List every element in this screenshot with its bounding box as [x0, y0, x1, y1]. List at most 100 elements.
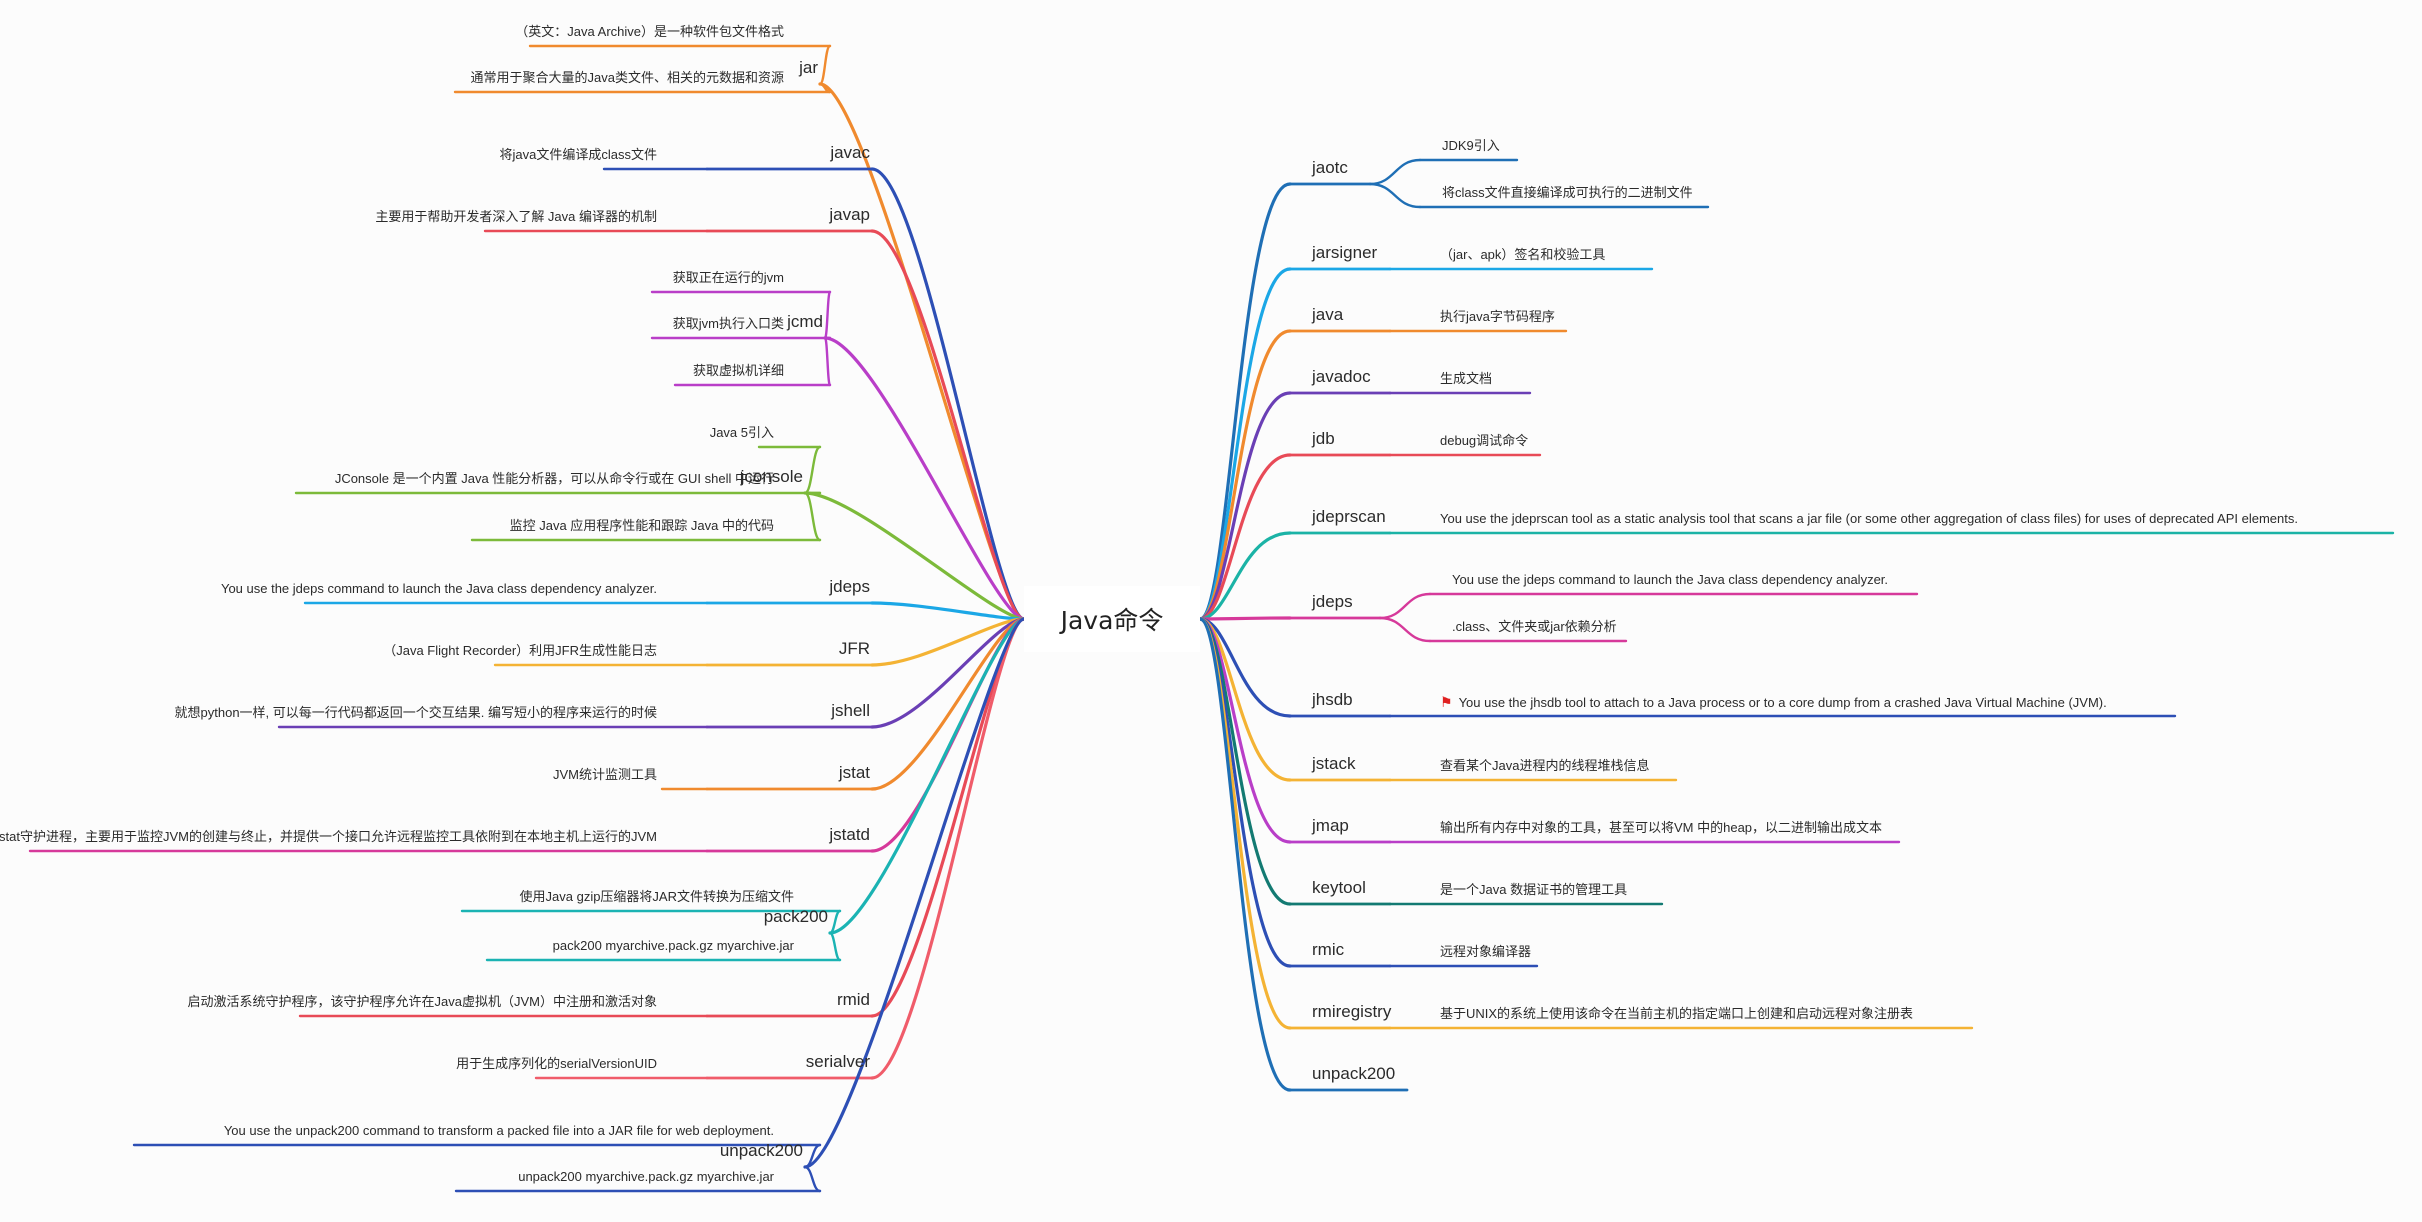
leaf-text: 即虚拟机的jstat守护进程，主要用于监控JVM的创建与终止，并提供一个接口允许… — [0, 829, 657, 844]
leaf-text: （英文：Java Archive）是一种软件包文件格式 — [515, 24, 784, 39]
child-connector — [818, 44, 832, 86]
topic-jhsdb[interactable]: jhsdb — [1312, 690, 1353, 709]
topic-jarsigner[interactable]: jarsigner — [1312, 243, 1378, 262]
leaf-text: JDK9引入 — [1442, 139, 1500, 152]
leaf-text: 输出所有内存中对象的工具，甚至可以将VM 中的heap，以二进制输出成文本 — [1440, 821, 1882, 834]
topic-javap[interactable]: javap — [829, 205, 870, 224]
topic-jstack[interactable]: jstack — [1312, 754, 1356, 773]
leaf-label: 基于UNIX的系统上使用该命令在当前主机的指定端口上创建和启动远程对象注册表 — [1440, 1006, 1914, 1021]
leaf-label: 输出所有内存中对象的工具，甚至可以将VM 中的heap，以二进制输出成文本 — [1440, 820, 1883, 835]
leaf-label: （jar、apk）签名和校验工具 — [1440, 247, 1606, 262]
leaf-label: .class、文件夹或jar依赖分析 — [1452, 619, 1617, 634]
topic-rmiregistry[interactable]: rmiregistry — [1312, 1002, 1392, 1021]
leaf-text: You use the jdeps command to launch the … — [220, 581, 657, 596]
child-connector — [1378, 616, 1432, 643]
leaf-text: 将class文件直接编译成可执行的二进制文件 — [1442, 186, 1693, 199]
topic-javadoc[interactable]: javadoc — [1312, 367, 1371, 386]
leaf-text: You use the jdeps command to launch the … — [1452, 573, 1888, 586]
topic-jshell[interactable]: jshell — [831, 701, 870, 720]
leaf-label: debug调试命令 — [1440, 433, 1529, 448]
leaf-text: 获取jvm执行入口类 — [672, 316, 784, 331]
leaf-text: 执行java字节码程序 — [1440, 310, 1555, 323]
leaf-label: You use the jdeps command to launch the … — [1452, 572, 1889, 587]
branch-line — [870, 229, 1026, 621]
child-connector — [828, 931, 842, 962]
branch-line — [823, 336, 1026, 621]
root-node[interactable]: Java命令 — [1024, 586, 1200, 652]
child-connector — [1368, 158, 1422, 186]
child-connector — [803, 445, 822, 495]
branch-line — [870, 617, 1026, 791]
child-connector — [803, 1165, 822, 1193]
branch-line — [870, 601, 1026, 621]
branch-line — [870, 617, 1026, 667]
leaf-label: 执行java字节码程序 — [1440, 309, 1555, 324]
flag-icon: ⚑ — [1440, 694, 1453, 710]
branch-line — [828, 617, 1026, 935]
leaf-label: 远程对象编译器 — [1440, 944, 1532, 959]
branch-line — [870, 167, 1026, 621]
topic-jstatd[interactable]: jstatd — [829, 825, 870, 844]
branch-line — [1198, 391, 1292, 621]
topic-jconsole[interactable]: jconsole — [740, 467, 803, 486]
leaf-text: ⚑You use the jhsdb tool to attach to a J… — [1440, 695, 2107, 709]
leaf-label: You use the jdeprscan tool as a static a… — [1440, 511, 2298, 526]
leaf-text: 将java文件编译成class文件 — [499, 147, 657, 162]
leaf-text: 基于UNIX的系统上使用该命令在当前主机的指定端口上创建和启动远程对象注册表 — [1440, 1007, 1913, 1020]
leaf-text: JVM统计监测工具 — [552, 767, 657, 782]
leaf-text: Java 5引入 — [709, 425, 774, 440]
topic-jdeps[interactable]: jdeps — [829, 577, 870, 596]
topic-java[interactable]: java — [1312, 305, 1344, 324]
topic-pack200[interactable]: pack200 — [763, 907, 828, 926]
leaf-text: 使用Java gzip压缩器将JAR文件转换为压缩文件 — [519, 889, 794, 904]
topic-rmic[interactable]: rmic — [1312, 940, 1345, 959]
topic-jdeprscan[interactable]: jdeprscan — [1312, 507, 1386, 526]
topic-serialver[interactable]: serialver — [805, 1052, 870, 1071]
leaf-text: JConsole 是一个内置 Java 性能分析器，可以从命令行或在 GUI s… — [334, 471, 774, 486]
leaf-text: pack200 myarchive.pack.gz myarchive.jar — [552, 938, 794, 953]
topic-keytool[interactable]: keytool — [1312, 878, 1366, 897]
topic-unpack200[interactable]: unpack200 — [719, 1141, 803, 1160]
branch-line — [1198, 453, 1292, 621]
leaf-text: debug调试命令 — [1440, 434, 1528, 447]
branch-line — [870, 617, 1026, 729]
leaf-text: You use the unpack200 command to transfo… — [223, 1123, 774, 1138]
branch-line — [1198, 616, 1292, 621]
leaf-label: 是一个Java 数据证书的管理工具 — [1440, 882, 1628, 897]
leaf-text: 主要用于帮助开发者深入了解 Java 编译器的机制 — [375, 209, 657, 224]
topic-jdb[interactable]: jdb — [1312, 429, 1335, 448]
leaf-text: 获取虚拟机详细 — [692, 363, 784, 378]
topic-unpack200[interactable]: unpack200 — [1312, 1064, 1396, 1083]
leaf-text: 通常用于聚合大量的Java类文件、相关的元数据和资源 — [470, 70, 784, 85]
leaf-text: 就想python一样, 可以每一行代码都返回一个交互结果. 编写短小的程序来运行… — [174, 705, 657, 720]
topic-jcmd[interactable]: jcmd — [787, 312, 823, 331]
topic-jmap[interactable]: jmap — [1312, 816, 1349, 835]
leaf-text: unpack200 myarchive.pack.gz myarchive.ja… — [518, 1169, 774, 1184]
branch-line — [803, 617, 1026, 1169]
topic-rmid[interactable]: rmid — [836, 990, 870, 1009]
topic-jfr[interactable]: JFR — [838, 639, 870, 658]
topic-jstat[interactable]: jstat — [838, 763, 870, 782]
leaf-text: 远程对象编译器 — [1440, 945, 1531, 958]
topic-jar[interactable]: jar — [799, 58, 818, 77]
root-label: Java命令 — [1060, 606, 1164, 635]
topic-jaotc[interactable]: jaotc — [1312, 158, 1348, 177]
leaf-text: 获取正在运行的jvm — [672, 270, 784, 285]
branch-line — [1198, 531, 1292, 621]
child-connector — [823, 336, 832, 387]
leaf-text: .class、文件夹或jar依赖分析 — [1452, 620, 1617, 633]
leaf-text: （Java Flight Recorder）利用JFR生成性能日志 — [383, 643, 657, 658]
leaf-text: 是一个Java 数据证书的管理工具 — [1440, 883, 1627, 896]
leaf-label: 将class文件直接编译成可执行的二进制文件 — [1442, 185, 1693, 200]
child-connector — [803, 491, 822, 542]
topic-javac[interactable]: javac — [830, 143, 870, 162]
leaf-text: （jar、apk）签名和校验工具 — [1440, 248, 1605, 261]
leaf-text: 用于生成序列化的serialVersionUID — [456, 1056, 657, 1071]
branch-line — [1198, 617, 1292, 1092]
leaf-text: You use the jdeprscan tool as a static a… — [1440, 512, 2298, 525]
leaf-label: 生成文档 — [1440, 371, 1493, 386]
leaf-label: 查看某个Java进程内的线程堆栈信息 — [1440, 758, 1650, 773]
child-connector — [1368, 182, 1422, 209]
topic-jdeps[interactable]: jdeps — [1312, 592, 1353, 611]
